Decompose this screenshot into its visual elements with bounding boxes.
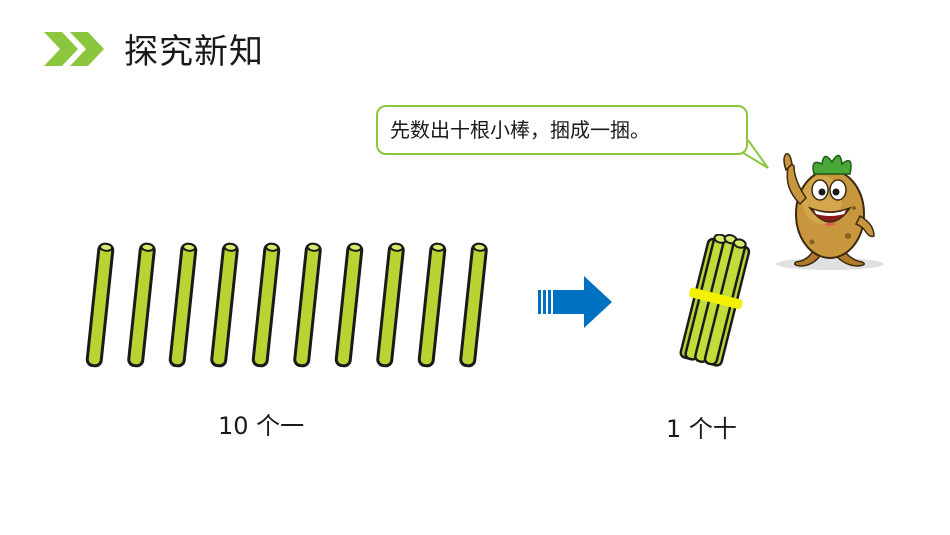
ten-sticks <box>85 242 488 368</box>
stick <box>459 242 488 368</box>
speech-bubble: 先数出十根小棒，捆成一捆。 <box>376 105 748 155</box>
stick-bundle <box>679 234 751 367</box>
stick <box>127 242 156 368</box>
bundle-band <box>689 287 743 310</box>
stick <box>376 242 405 368</box>
caption-one-ten: 1 个十 <box>666 415 737 443</box>
stick <box>168 242 198 368</box>
double-chevron-icon <box>44 32 104 66</box>
stick <box>293 242 322 368</box>
page-title: 探究新知 <box>124 32 264 72</box>
potato-mascot-icon <box>776 152 884 270</box>
stick <box>251 242 281 368</box>
speech-text: 先数出十根小棒，捆成一捆。 <box>390 118 650 142</box>
stick <box>334 242 364 368</box>
right-arrow-icon <box>538 276 612 328</box>
stick <box>210 242 239 368</box>
stick <box>417 242 447 368</box>
caption-ten-ones: 10 个一 <box>218 412 305 440</box>
stick <box>85 242 115 368</box>
